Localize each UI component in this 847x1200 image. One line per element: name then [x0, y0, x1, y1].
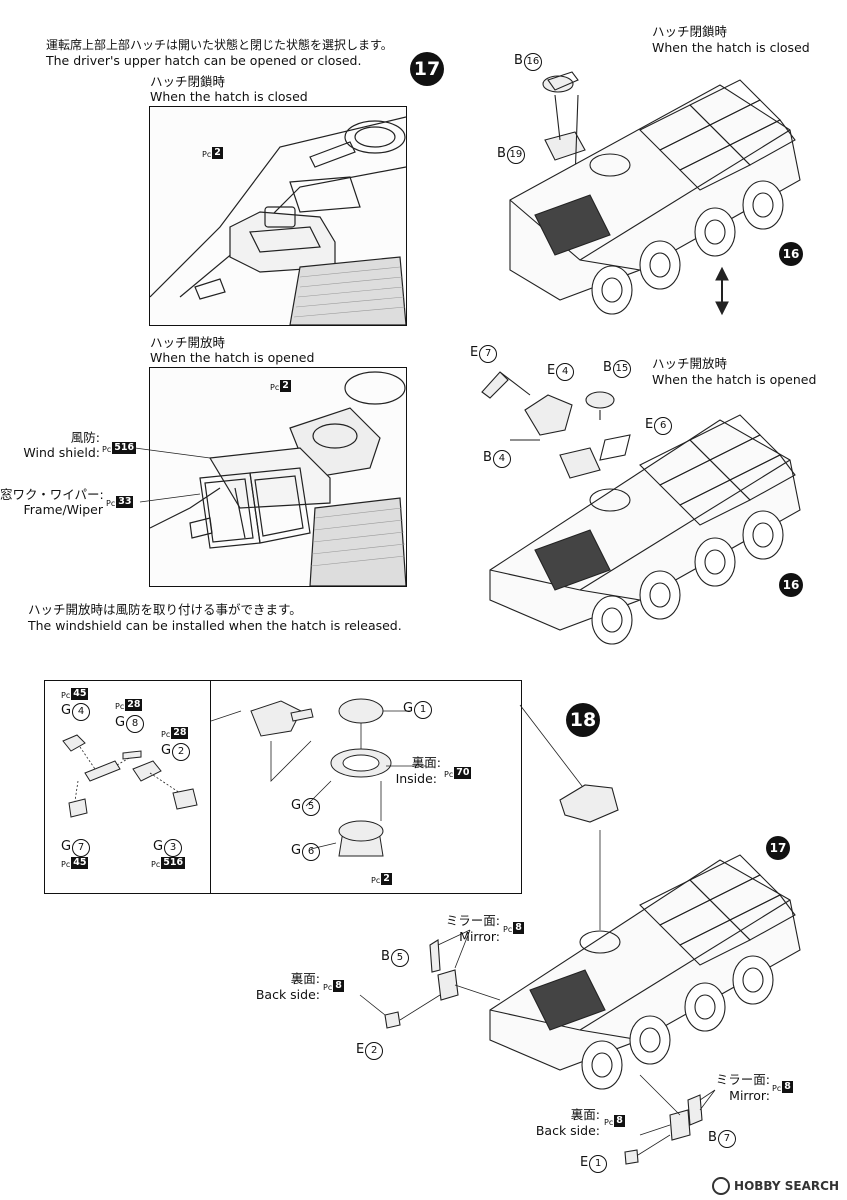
intro-en: The driver's upper hatch can be opened o…	[46, 53, 362, 68]
hobbysearch-logo-icon	[712, 1177, 731, 1195]
right-opened-label-en: When the hatch is opened	[652, 372, 817, 387]
windshield-label-jp: 風防:	[70, 430, 100, 445]
note-en: The windshield can be installed when the…	[28, 618, 402, 633]
inside-label-en: Inside:	[395, 771, 437, 786]
ref-step16-top: 16	[779, 242, 803, 266]
closed-label-jp: ハッチ閉鎖時	[150, 74, 226, 89]
opened-hatch-drawing	[150, 371, 406, 586]
step-17-badge: 17	[410, 52, 444, 86]
frame-label-en: Frame/Wiper	[23, 502, 103, 517]
windshield-label-en: Wind shield:	[23, 445, 100, 460]
inside-label-jp: 裏面:	[411, 755, 441, 770]
mirror-label-en-right: Mirror:	[729, 1088, 770, 1103]
watermark-text: HOBBY SEARCH	[734, 1179, 839, 1193]
intro-jp: 運転席上部上部ハッチは開いた状態と閉じた状態を選択します。	[46, 38, 393, 52]
ref-step16-bottom: 16	[779, 573, 803, 597]
right-opened-label-jp: ハッチ開放時	[652, 356, 728, 371]
closed-label-en: When the hatch is closed	[150, 89, 308, 104]
back-label-en-right: Back side:	[535, 1123, 600, 1138]
back-label-en-left: Back side:	[255, 987, 320, 1002]
mirror-label-jp-left: ミラー面:	[445, 913, 500, 928]
turret-parts-drawing	[211, 698, 426, 857]
mirror-label-en-left: Mirror:	[459, 929, 500, 944]
right-closed-label-en: When the hatch is closed	[652, 40, 810, 55]
watermark: HOBBY SEARCH	[712, 1177, 839, 1195]
mirror-label-jp-right: ミラー面:	[715, 1072, 770, 1087]
frame-label-jp: 窓ワク・ワイパー:	[0, 487, 104, 502]
opened-label-jp: ハッチ開放時	[150, 335, 226, 350]
gun-parts-drawing	[62, 734, 198, 818]
step-18-badge: 18	[566, 703, 600, 737]
ref-step17: 17	[766, 836, 790, 860]
right-closed-label-jp: ハッチ閉鎖時	[652, 24, 728, 39]
back-label-jp-right: 裏面:	[570, 1107, 600, 1122]
note-jp: ハッチ開放時は風防を取り付ける事ができます。	[28, 602, 302, 617]
opened-label-en: When the hatch is opened	[150, 350, 315, 365]
closed-hatch-drawing	[150, 116, 406, 325]
back-label-jp-left: 裏面:	[290, 971, 320, 986]
